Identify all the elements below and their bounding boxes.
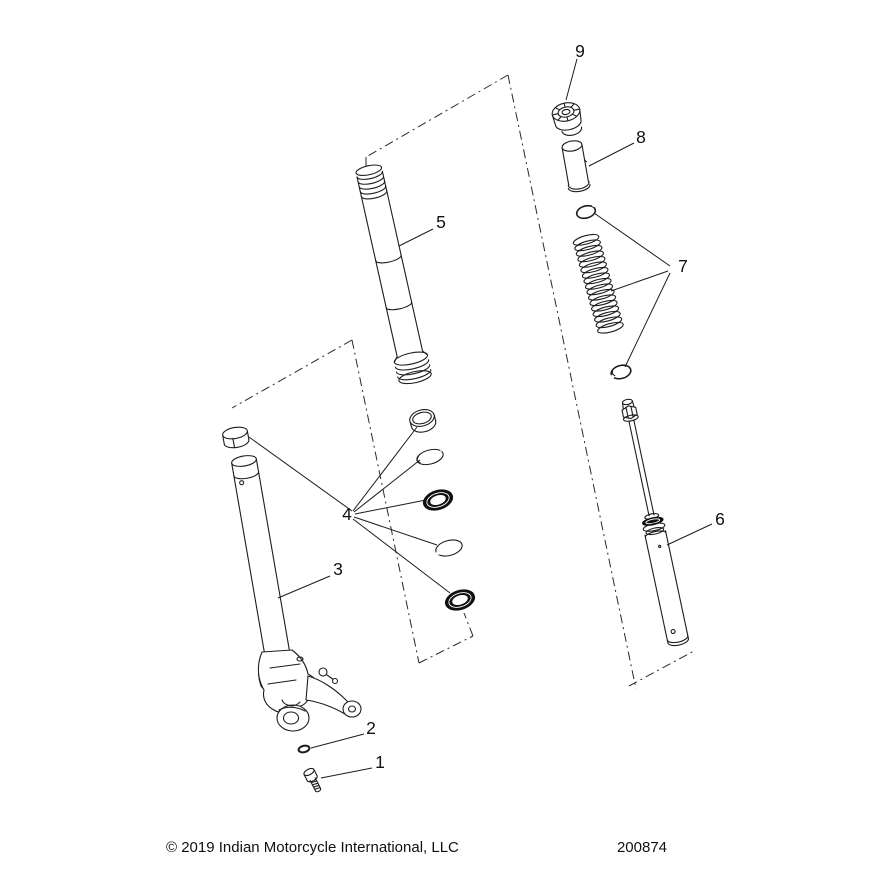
leader-callout-4-dust-cap: [352, 426, 418, 512]
leader-callout-4-bushing: [248, 436, 353, 512]
leader-callout-4-snap-ring: [353, 516, 438, 546]
leader-callout-8: [588, 142, 635, 167]
callout-label-7: 7: [678, 256, 688, 276]
callout-labels: 9 8 7 5 6 4 3 2 1: [333, 41, 725, 772]
part-6-damper-assembly: [621, 398, 689, 647]
part-9-fork-cap: [551, 102, 583, 136]
leader-callout-7-lower-ring: [624, 272, 671, 368]
document-number: 200874: [617, 839, 667, 856]
fork-spring: [572, 233, 624, 334]
part-5-upper-fork-tube: [355, 164, 432, 385]
part-7-group: [572, 203, 632, 380]
snap-ring: [435, 539, 463, 557]
dashed-axis-a-right: [507, 74, 637, 690]
leader-callout-6: [666, 523, 713, 546]
dashed-axis-b-stub: [463, 612, 474, 637]
callout-label-4: 4: [342, 504, 352, 524]
leader-callout-7-upper-ring: [593, 212, 671, 267]
callout-label-5: 5: [436, 212, 446, 232]
bolt-threads: [310, 780, 321, 790]
assembly-axis-lines: [231, 74, 695, 690]
spring-coils: [572, 233, 624, 334]
tube-threads: [356, 170, 388, 200]
dashed-axis-b-bottom: [418, 635, 474, 664]
part-2-washer: [297, 744, 311, 754]
part-8-spacer-bushing: [561, 140, 591, 193]
part-4-group: [222, 409, 476, 611]
leader-callout-9: [565, 58, 578, 101]
axle-carrier: [257, 649, 362, 732]
leader-callout-1: [320, 767, 373, 779]
leader-callout-2: [310, 733, 365, 749]
dust-cap: [409, 409, 437, 433]
leader-lines: [248, 58, 713, 779]
oil-seal-lower: [444, 589, 476, 611]
slider-tube: [231, 455, 291, 657]
callout-label-8: 8: [636, 127, 646, 147]
cap-knurling: [552, 103, 580, 121]
callout-label-6: 6: [715, 509, 725, 529]
footer: © 2019 Indian Motorcycle International, …: [166, 839, 667, 856]
leader-callout-3: [277, 575, 331, 599]
wavy-retaining-ring: [416, 447, 444, 466]
copyright-text: © 2019 Indian Motorcycle International, …: [166, 839, 459, 856]
oil-seal-upper: [422, 489, 454, 511]
leader-callout-4-oil-seal-upper: [354, 499, 427, 515]
callout-label-1: 1: [375, 752, 385, 772]
leader-callout-4-oil-seal-lower: [352, 518, 451, 594]
part-3-lower-fork-leg: [231, 455, 362, 732]
dashed-axis-b-right: [351, 339, 420, 664]
callout-label-9: 9: [575, 41, 585, 61]
dashed-axis-a-top: [365, 74, 509, 158]
retaining-ring-lower: [610, 364, 632, 380]
callout-label-2: 2: [366, 718, 376, 738]
leader-callout-4-wavy-ring: [353, 459, 421, 513]
part-1-bolt: [303, 767, 322, 793]
dashed-axis-b-top: [231, 339, 353, 409]
retaining-ring-upper: [575, 203, 597, 220]
leader-callout-5: [398, 228, 434, 247]
dashed-axis-a-bottom: [628, 650, 695, 687]
callout-label-3: 3: [333, 559, 343, 579]
guide-bushing: [222, 426, 250, 449]
leader-callout-7-spring: [610, 270, 669, 292]
